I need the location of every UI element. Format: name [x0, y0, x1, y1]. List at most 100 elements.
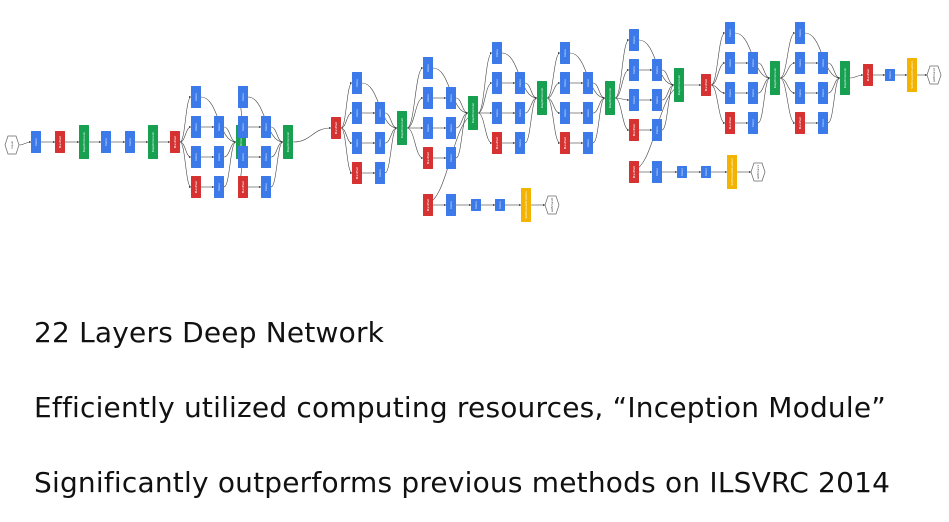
node-type-label: Conv	[104, 138, 108, 146]
softmaxactivation-node	[907, 58, 917, 92]
conv-node	[352, 132, 362, 154]
conv-node	[515, 102, 525, 124]
node-type-label: Conv	[194, 93, 198, 101]
maxpool-node	[725, 112, 735, 134]
conv-node	[652, 59, 662, 81]
diagram-edge	[710, 84, 726, 125]
node-type-label: MaxPool	[173, 136, 177, 149]
conv-node	[261, 116, 271, 138]
diagram-edge	[18, 140, 32, 146]
conv-node	[101, 131, 111, 153]
node-type-label: Conv	[194, 153, 198, 161]
diagram-edge	[849, 73, 864, 79]
node-type-label: MaxPool	[728, 117, 732, 130]
node-type-label: Conv	[378, 109, 382, 117]
conv-node	[191, 146, 201, 168]
conv-node	[423, 87, 433, 109]
node-type-label: MaxPool	[632, 124, 636, 137]
diagram-edge	[779, 77, 796, 125]
node-type-label: Conv	[378, 139, 382, 147]
diagram-edge	[406, 96, 424, 129]
node-type-label: Conv	[241, 153, 245, 161]
input-node-label: input	[10, 140, 14, 149]
node-type-label: SoftmaxActivation	[524, 191, 528, 219]
conv-node	[423, 117, 433, 139]
diagram-edge	[614, 68, 630, 99]
localrespnorm-node	[79, 125, 89, 159]
node-type-label: Conv	[751, 89, 755, 97]
node-type-label: Conv	[586, 109, 590, 117]
node-type-label: Conv	[241, 123, 245, 131]
softmaxactivation-node	[727, 155, 737, 189]
depthconcat-node	[770, 61, 780, 95]
conv-node	[795, 52, 805, 74]
node-type-label: Conv	[821, 119, 825, 127]
diagram-edge	[179, 95, 192, 143]
node-type-label: Conv	[821, 89, 825, 97]
node-type-label: Conv	[728, 29, 732, 37]
conv-node	[492, 72, 502, 94]
maxpool-node	[701, 74, 711, 96]
diagram-edge	[524, 96, 538, 144]
conv-node	[375, 132, 385, 154]
node-type-label: Conv	[449, 154, 453, 162]
node-type-label: Conv	[495, 49, 499, 57]
maxpool-node	[352, 162, 362, 184]
averagepool-node	[863, 64, 873, 86]
node-type-label: Conv	[194, 123, 198, 131]
conv-node	[725, 82, 735, 104]
conv-node	[214, 116, 224, 138]
node-type-label: Conv	[798, 89, 802, 97]
conv-node	[446, 147, 456, 169]
node-type-label: Conv	[728, 89, 732, 97]
depthconcat-node	[537, 81, 547, 115]
diagram-edge	[546, 81, 561, 99]
node-type-label: Conv	[449, 94, 453, 102]
fc-node	[885, 69, 895, 81]
conv-node	[515, 132, 525, 154]
node-type-label: DepthConcat	[82, 131, 86, 151]
softmax1-output-label: softmax1	[756, 165, 760, 179]
conv-node	[583, 72, 593, 94]
conv-node	[725, 22, 735, 44]
fc-node	[701, 166, 711, 178]
node-type-label: SoftmaxActivation	[730, 158, 734, 186]
node-type-label: Conv	[632, 36, 636, 44]
node-type-label: Conv	[518, 79, 522, 87]
conv-node	[31, 131, 41, 153]
node-type-label: Conv	[655, 126, 659, 134]
maxpool-node	[55, 131, 65, 153]
node-type-label: MaxPool	[866, 69, 870, 82]
localrespnorm-node	[148, 125, 158, 159]
node-type-label: DepthConcat	[773, 67, 777, 87]
diagram-edge	[384, 126, 398, 174]
softmax2-output-label: softmax2	[932, 68, 936, 82]
node-type-label: MaxPool	[798, 117, 802, 130]
conv-node	[818, 112, 828, 134]
diagram-edge	[710, 31, 726, 86]
conv-node	[629, 29, 639, 51]
softmax0-output	[544, 195, 560, 215]
conv-node	[583, 132, 593, 154]
diagram-edges	[18, 31, 928, 207]
node-type-label: MaxPool	[426, 152, 430, 165]
conv-node	[261, 176, 271, 198]
node-type-label: Conv	[518, 139, 522, 147]
maxpool-node	[191, 176, 201, 198]
depthconcat-node	[840, 61, 850, 95]
fc-node	[471, 199, 481, 211]
averagepool-node	[629, 161, 639, 183]
node-type-label: Conv	[680, 168, 684, 176]
node-type-label: Conv	[798, 59, 802, 67]
node-type-label: SoftmaxActivation	[910, 61, 914, 89]
softmax2-output	[926, 65, 942, 85]
conv-node	[560, 42, 570, 64]
node-type-label: Conv	[474, 201, 478, 209]
node-type-label: MaxPool	[334, 122, 338, 135]
diagram-edge	[614, 97, 630, 102]
input-node	[4, 135, 20, 155]
conv-node	[795, 22, 805, 44]
node-type-label: Conv	[449, 201, 453, 209]
diagram-edge	[710, 84, 726, 95]
